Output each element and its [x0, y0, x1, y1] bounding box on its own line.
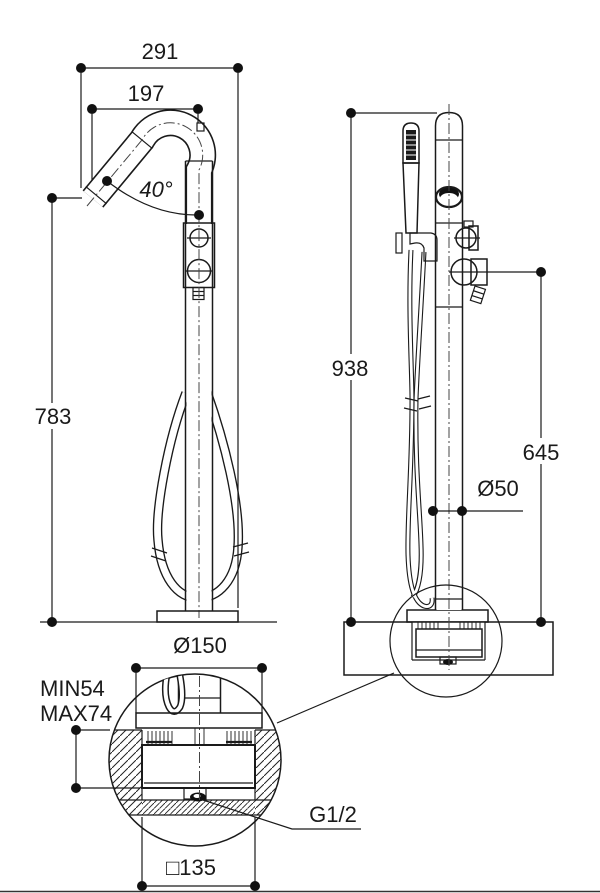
dim-50-label: Ø50 — [477, 476, 519, 501]
hand-shower-handle — [402, 162, 420, 234]
hand-shower — [395, 122, 438, 262]
dimension-783: 783 — [32, 193, 82, 627]
extension-square — [196, 122, 205, 132]
dim-max74-label: MAX74 — [40, 701, 112, 726]
side-view — [343, 104, 554, 698]
dimension-938: 938 — [329, 108, 437, 627]
holder-plate — [395, 232, 403, 254]
dim-40-label: 40° — [139, 177, 172, 202]
rough-in-box-detail — [141, 744, 256, 789]
lower-handle-side — [449, 258, 490, 305]
detail-view — [108, 672, 395, 847]
dimension-40deg: 40° — [102, 176, 204, 220]
base-plate-front — [156, 610, 239, 623]
floor-wall-right — [255, 730, 281, 815]
floor-wall-left — [109, 730, 142, 815]
spout-and-column — [82, 109, 217, 224]
base-plate-side — [406, 609, 489, 623]
dim-645-label: 645 — [523, 440, 560, 465]
dimension-645: 645 — [490, 267, 563, 627]
centerline-front — [86, 122, 204, 618]
detail-leader-line — [276, 672, 395, 724]
dim-150-label: Ø150 — [173, 633, 227, 658]
detail-reference-circle — [389, 584, 503, 698]
shower-holder-bracket — [409, 232, 438, 262]
dim-min54-label: MIN54 — [40, 676, 105, 701]
hose-connection-nozzle — [469, 285, 487, 305]
dim-g12-label: G1/2 — [309, 802, 357, 827]
dimension-min-max: MIN54 MAX74 — [40, 676, 140, 793]
floor-bottom-strip — [142, 800, 255, 815]
dimension-197: 197 — [87, 81, 203, 180]
floor-slab-section — [343, 621, 554, 676]
dimension-sq135: □135 — [137, 817, 260, 891]
dimension-d50: Ø50 — [428, 475, 523, 516]
shower-hose-side — [403, 249, 435, 609]
hand-shower-head — [402, 122, 420, 164]
g12-leader-line — [202, 799, 361, 830]
dim-938-label: 938 — [332, 356, 369, 381]
dimension-291: 291 — [76, 39, 243, 608]
front-view — [40, 109, 277, 623]
dim-135-label: □135 — [166, 855, 216, 880]
upper-handle-side — [454, 220, 480, 251]
dim-197-label: 197 — [128, 81, 165, 106]
dim-291-label: 291 — [142, 39, 179, 64]
dim-783-label: 783 — [35, 404, 72, 429]
dimension-d150: Ø150 — [131, 633, 267, 713]
base-plate-detail — [135, 712, 263, 729]
